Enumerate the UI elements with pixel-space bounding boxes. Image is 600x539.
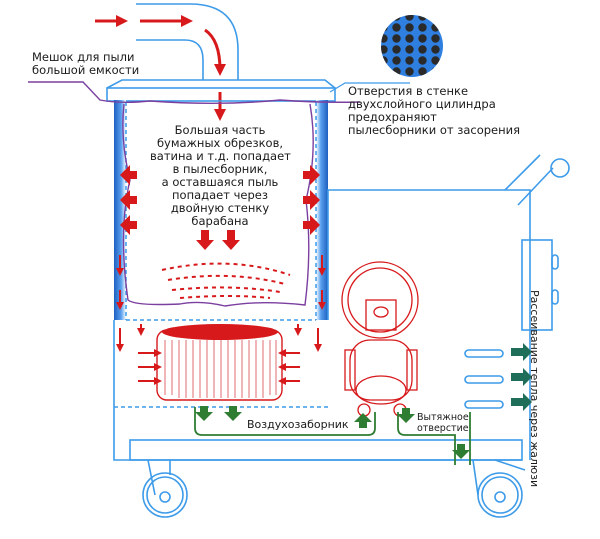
heat-dissipation-label: Рассеивание тепла через жалюзи — [528, 290, 541, 488]
holes-note-label: Отверстия в стенке двухслойного цилиндра… — [348, 85, 520, 137]
perforation-detail-circle — [381, 15, 443, 77]
inlet-airflow-arrows — [95, 15, 226, 121]
drum-text-line: в пылесборник, — [172, 162, 268, 176]
air-intake-label: Воздухозаборник — [247, 418, 349, 431]
drum-text-line: бумажных обрезков, — [156, 136, 284, 150]
drum-text-line: ватина и т.д. попадает — [150, 149, 291, 163]
blower-motor — [341, 261, 419, 417]
dust-bag-label: Мешок для пыли большой емкости — [32, 51, 139, 77]
heat-dissipation-arrows — [511, 343, 532, 411]
holes-note-line: предохраняют — [348, 110, 437, 124]
exhaust-label-line: отверстие — [417, 423, 469, 434]
holes-note-line: двухслойного цилиндра — [348, 97, 496, 111]
inlet-pipe — [136, 3, 239, 80]
cabinet-frame — [113, 154, 570, 461]
drum-wall-left — [114, 100, 126, 320]
drum-text-line: а оставшаяся пыль — [161, 175, 279, 189]
holes-note-line: Отверстия в стенке — [348, 84, 469, 98]
debris-pile — [161, 262, 291, 299]
filter-cartridge — [156, 324, 283, 401]
drum-wall-right — [316, 100, 328, 320]
cabinet-louvers — [464, 349, 504, 409]
drum-text-line: Большая часть — [174, 123, 266, 137]
wall-down-arrows — [116, 255, 326, 352]
wheel-right — [472, 459, 526, 518]
exhaust-label: Вытяжное отверстие — [417, 412, 469, 434]
drum-text-line: двойную стенку — [170, 201, 270, 215]
dust-bag-label-line: Мешок для пыли — [32, 50, 135, 64]
holes-note-line: пылесборники от засорения — [348, 123, 521, 137]
drum-side-arrows — [120, 165, 320, 250]
wheel-left — [142, 459, 188, 518]
holes-leader-line — [329, 82, 410, 93]
drum-text-line: барабана — [191, 214, 249, 228]
filter-inflow-arrows — [138, 349, 300, 385]
airflow-green-arrows — [195, 406, 470, 459]
drum-lid — [106, 79, 336, 102]
air-duct — [194, 407, 471, 465]
drum-inner-dashed-walls — [114, 102, 328, 408]
dust-bag-label-line: большой емкости — [32, 63, 140, 77]
drum-text-line: попадает через — [172, 188, 268, 202]
exhaust-label-line: Вытяжное — [417, 412, 469, 423]
drum-explanation-text: Большая часть бумажных обрезков, ватина … — [150, 123, 291, 228]
